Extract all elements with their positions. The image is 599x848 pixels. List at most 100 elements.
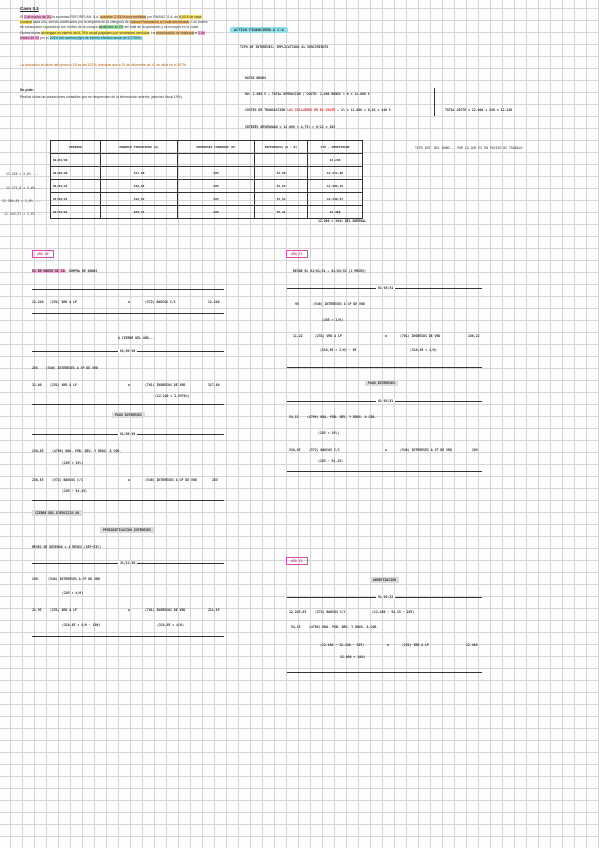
entry-calc: (318,65 × 2/6) [410,348,437,352]
entry-sep: a [128,300,130,304]
nominal-line: NO: 2.000 € → TOTAL OPERACIÓN / COSTE: 2… [245,92,370,96]
table-cell: 285 [177,205,255,219]
year1-heading: DESDE EL 01/01/X1 → 01/03/X1 (2 MESES) [293,269,366,273]
costs-line: COSTES DE TRANSACCIÓN LOS INCLUIMOS EN E… [245,108,391,112]
entry-sep: a [128,478,130,482]
journal-line [32,404,224,405]
table-cell: 285 [177,166,255,180]
statement-segment: ascienden al 2% [98,25,124,30]
entry-calc: (318,65 × 4/6 - 190) [62,623,101,627]
side-note: TIPO INT. DEL BONO... POR LO QUE ES UN P… [415,146,523,150]
table-cell [177,153,255,167]
table-cell: 12.480 [307,205,363,219]
statement-segment: . La [149,30,156,35]
table-header: PERÍODO [50,140,101,154]
entry-sep: a [128,383,130,387]
statement-segment: ). [140,35,143,40]
entry-account: (251) VRD A LP [50,300,77,304]
entry-account: (546) INTERESES A CP DE VRD [313,302,365,306]
journal-line [287,471,482,472]
statement-segment: por el [39,35,50,40]
journal-line [287,672,482,673]
closing-label: CIERRE DEL EJERCICIO X0 [32,510,83,516]
statement-segment: del total de la operación y se incluyen … [20,25,200,35]
ask-text: Realice todas las anotaciones contables … [20,95,183,99]
table-cell: 285 [177,179,255,193]
entry-credit-amount: 317,80 [208,383,220,387]
statement-segment: el [193,30,199,35]
table-cell: 285 [177,192,255,206]
entry-sep: a [385,334,387,338]
entry-credit-account: (761) INGRESOS DE VRD [145,383,186,387]
table-row: 01/09/X0 317,80 285 32,80 12.272,80 [50,166,363,180]
statement-segment: por FINANZ, S.A. de [146,15,180,19]
entry-calc: (12.480 - 54,15 - 285) [372,610,415,614]
table-cell [254,153,308,167]
table-cell: 320,41 [100,205,178,219]
cobro-label: PAGO INTERESES [112,412,145,418]
table-header-row: PERÍODO INGRESO FINANCIERO (A) INTERESES… [50,140,363,154]
entry-account: (572) BANCOS C/C [315,610,346,614]
table-row: 01/03/X1 318,65 285 33,65 12.306,45 [50,179,363,193]
case-note: La cotización al cierre del ejercicio X0… [20,63,187,67]
entry-date: 01/03/X1 [376,399,396,403]
year1-badge: AÑO X1 [286,250,308,258]
entry-amount: 190 [32,577,38,581]
costs-red: LOS INCLUIMOS EN EL COSTE [287,108,336,112]
entry-credit-amount: 285 [472,448,478,452]
entry-account: (251) VRD A LP [315,334,342,338]
table-cell: 34,52 [254,192,308,206]
accrual-months: MESES DE DEVENGO = 4 MESES (SEP-DIC) [32,545,102,549]
entry-calc: (12.240 × 2,5970%) [155,394,190,398]
periodification-label: PERIODIFICACIÓN INTERESES [100,527,154,533]
year0-heading-text: : COMPRA DE BONOS [64,269,98,273]
header-badge: ACTIVO FINANCIERO A C-A [230,27,288,33]
table-cell: 318,65 [100,179,178,193]
entry-credit-account: (761) INGRESOS DE VRD [400,334,441,338]
entry-account: (251) VRD A LP [50,383,77,387]
journal-line [287,367,482,368]
journal-line [32,636,224,637]
entry-calc: (285 × 19%) [62,461,84,465]
table-header: INGRESO FINANCIERO (A) [100,140,178,154]
end-note: 12.000 × 104% DEL NOMINAL [318,219,366,223]
entry-account: (572) BANCOS C/C [52,478,83,482]
entry-sep: a [387,643,389,647]
entry-calc: (285 - 54,15) [318,459,343,463]
entry-amount: 230,85 [32,449,44,453]
costs-line-a: COSTES DE TRANSACCIÓN [245,108,288,112]
year0-heading-date: 01 DE MARZO DE X0 [32,269,65,273]
statement-segment: la sociedad REFORPLAN, S.A. [52,15,101,19]
entry-date: 31/12/X0 [118,561,138,565]
entry-credit-amount: 12.240 [208,300,220,304]
entry-credit-amount: 211,95 [208,608,220,612]
interest-type-note: TIPO DE INTERESES: IMPLICATIONS AL VENCI… [240,45,329,49]
statement-segment: 104% del nominal (tipo de interés efecti… [49,35,141,40]
total-cost: TOTAL COSTE = 12.000 + 240 = 12.240 [445,108,513,112]
table-header: INTERESES COBRADOS (B) [177,140,255,154]
brace-line [434,88,435,116]
left-calc: 12.340,97 × 2,6% ... [4,212,43,216]
entry-amount: 11,22 [293,334,303,338]
table-row: 01/09/X1 319,52 285 34,52 12.340,97 [50,192,363,206]
entry-amount: 285 [32,366,38,370]
entry-account: (546) INTERESES A CP DE VRD [46,366,98,370]
entry-calc: (285 - 54,15) [62,489,87,493]
left-calc: 12.272,8 × 2,6% ... [6,186,43,190]
entry-credit-account: (572) BANCOS C/C [145,300,176,304]
table-cell: 32,80 [254,166,308,180]
table-header: DIFERENCIA (A - B) [254,140,308,154]
entry-amount: 32,80 [32,383,42,387]
table-cell: 01/03/X1 [50,179,101,193]
entry-credit-amount: 106,22 [468,334,480,338]
entry-credit-account: (546) INTERESES A CP DE VRD [400,448,452,452]
entry-calc: (285 × 19%) [318,431,340,435]
table-header: CTE - AMORTIZADO [307,140,363,154]
data-label: DATOS BONOS [245,76,267,80]
left-calc: 12.306,45 × 2,6% ... [2,199,41,203]
case-title: Caso 3.1 [20,6,39,11]
cobro-label: PAGO INTERESES [365,380,398,386]
interest-line: INTERÉS DEVENGADO = 12.000 × 4,75% × 6/1… [245,125,336,129]
year2-badge: AÑO X2 [286,557,308,565]
entry-calc: 12.000 × 104% [340,655,365,659]
